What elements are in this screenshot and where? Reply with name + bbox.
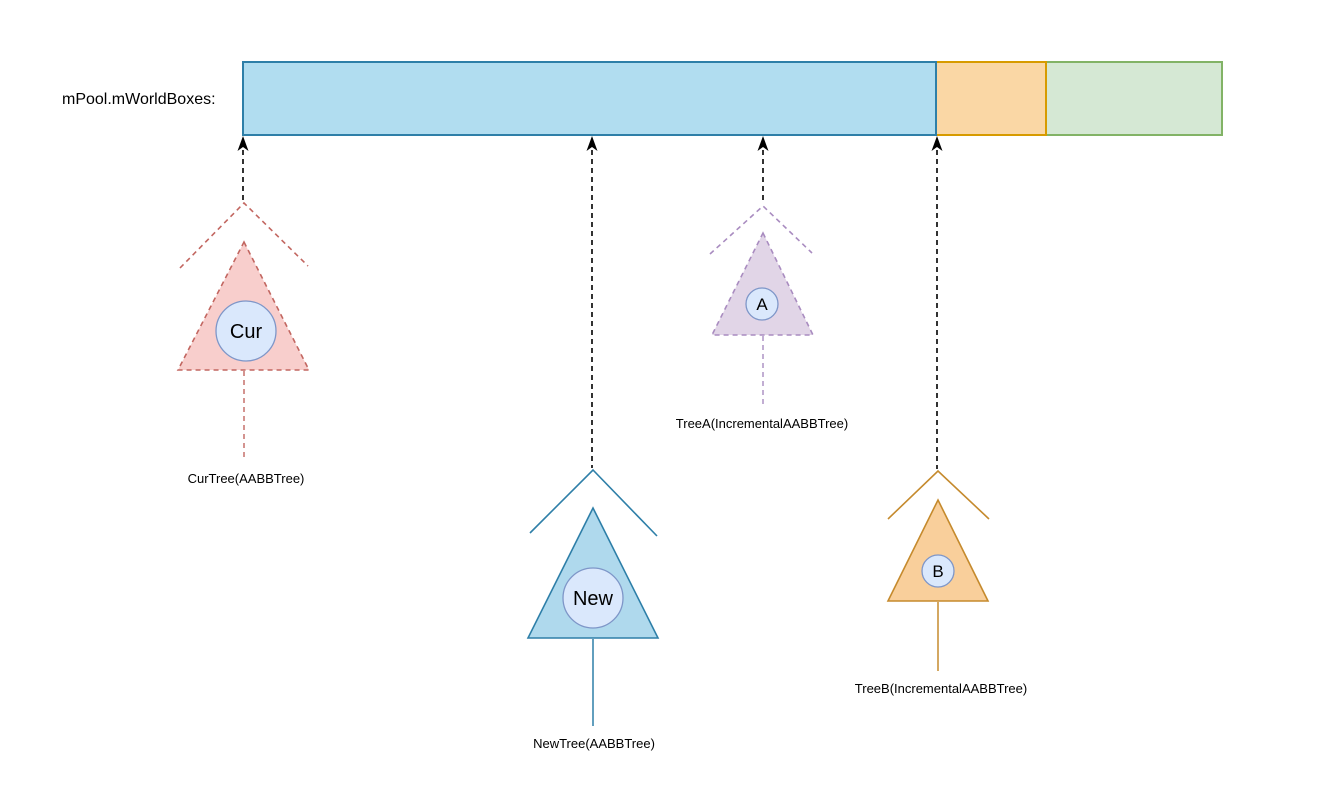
new-node-label: New bbox=[573, 588, 614, 610]
pool-segment-orange bbox=[935, 61, 1047, 136]
treea-triangle bbox=[710, 231, 815, 336]
treea-root-node bbox=[745, 287, 779, 321]
pointer-arrows bbox=[237, 136, 943, 469]
treeb-root-chevron-icon bbox=[887, 469, 990, 520]
tree-a: A TreeA(IncrementalAABBTree) bbox=[676, 204, 848, 431]
pool-segment-green bbox=[1045, 61, 1223, 136]
arrow-treeb-to-pool bbox=[931, 136, 943, 469]
new-root-node bbox=[562, 567, 624, 629]
treeb-root-node bbox=[921, 554, 955, 588]
arrow-new-to-pool bbox=[586, 136, 598, 468]
tree-b: B TreeB(IncrementalAABBTree) bbox=[855, 469, 1027, 696]
new-tree-caption: NewTree(AABBTree) bbox=[533, 736, 655, 751]
cur-node-label: Cur bbox=[230, 321, 263, 343]
treeb-caption: TreeB(IncrementalAABBTree) bbox=[855, 681, 1027, 696]
cur-root-node bbox=[215, 300, 277, 362]
cur-root-chevron-icon bbox=[179, 201, 309, 269]
cur-tree-caption: CurTree(AABBTree) bbox=[188, 471, 305, 486]
pool-segment-blue bbox=[242, 61, 937, 136]
arrow-treea-head-icon bbox=[757, 136, 769, 151]
pool-label: mPool.mWorldBoxes: bbox=[62, 91, 216, 108]
arrow-cur-head-icon bbox=[237, 136, 249, 151]
arrow-treea-to-pool bbox=[757, 136, 769, 204]
treeb-triangle bbox=[886, 498, 990, 602]
treeb-node-label: B bbox=[932, 562, 943, 581]
arrow-cur-to-pool bbox=[237, 136, 249, 201]
treea-caption: TreeA(IncrementalAABBTree) bbox=[676, 416, 848, 431]
treea-node-label: A bbox=[756, 295, 768, 314]
tree-new: New NewTree(AABBTree) bbox=[526, 468, 660, 751]
pool-bar bbox=[242, 61, 1223, 136]
new-root-chevron-icon bbox=[529, 468, 658, 537]
arrow-new-head-icon bbox=[586, 136, 598, 151]
tree-cur: Cur CurTree(AABBTree) bbox=[176, 201, 311, 486]
arrow-treeb-head-icon bbox=[931, 136, 943, 151]
